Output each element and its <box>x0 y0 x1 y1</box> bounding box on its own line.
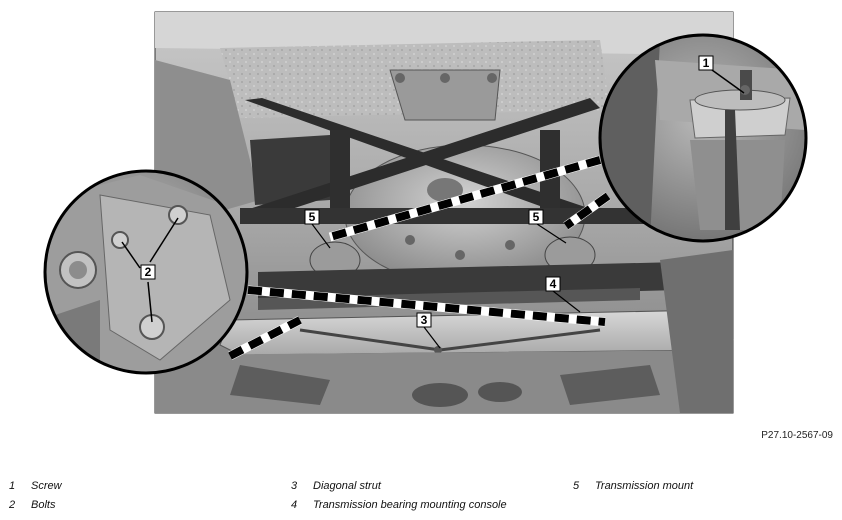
svg-text:5: 5 <box>533 210 540 224</box>
legend-text: Diagonal strut <box>313 480 381 492</box>
legend-number: 5 <box>573 480 580 492</box>
legend-number: 4 <box>291 499 298 511</box>
svg-text:5: 5 <box>309 210 316 224</box>
callout-5-right: 5 <box>528 209 544 225</box>
legend-number: 3 <box>291 480 298 492</box>
legend-item-1: 1 Screw <box>9 480 62 492</box>
callout-1: 1 <box>698 55 714 71</box>
legend-text: Transmission bearing mounting console <box>313 499 507 511</box>
legend-item-2: 2 Bolts <box>9 499 55 511</box>
svg-text:3: 3 <box>421 313 428 327</box>
connector-line-right <box>328 155 611 242</box>
connector-line-left <box>227 285 606 361</box>
figure-reference: P27.10-2567-09 <box>761 430 833 441</box>
callout-4: 4 <box>545 276 561 292</box>
callout-5-left: 5 <box>304 209 320 225</box>
legend-number: 1 <box>9 480 16 492</box>
legend-text: Screw <box>31 480 62 492</box>
svg-text:1: 1 <box>703 56 710 70</box>
svg-text:2: 2 <box>145 265 152 279</box>
callout-3: 3 <box>416 312 432 328</box>
zoom-circle-right <box>598 33 808 243</box>
legend-text: Transmission mount <box>595 480 694 492</box>
legend-item-5: 5 Transmission mount <box>573 480 693 492</box>
callout-2: 2 <box>140 264 156 280</box>
legend-item-3: 3 Diagonal strut <box>291 480 381 492</box>
figure: 1 2 3 4 5 5 <box>43 11 808 414</box>
legend-item-4: 4 Transmission bearing mounting console <box>291 499 507 511</box>
svg-text:4: 4 <box>550 277 557 291</box>
legend-text: Bolts <box>31 499 56 511</box>
legend-number: 2 <box>9 499 16 511</box>
